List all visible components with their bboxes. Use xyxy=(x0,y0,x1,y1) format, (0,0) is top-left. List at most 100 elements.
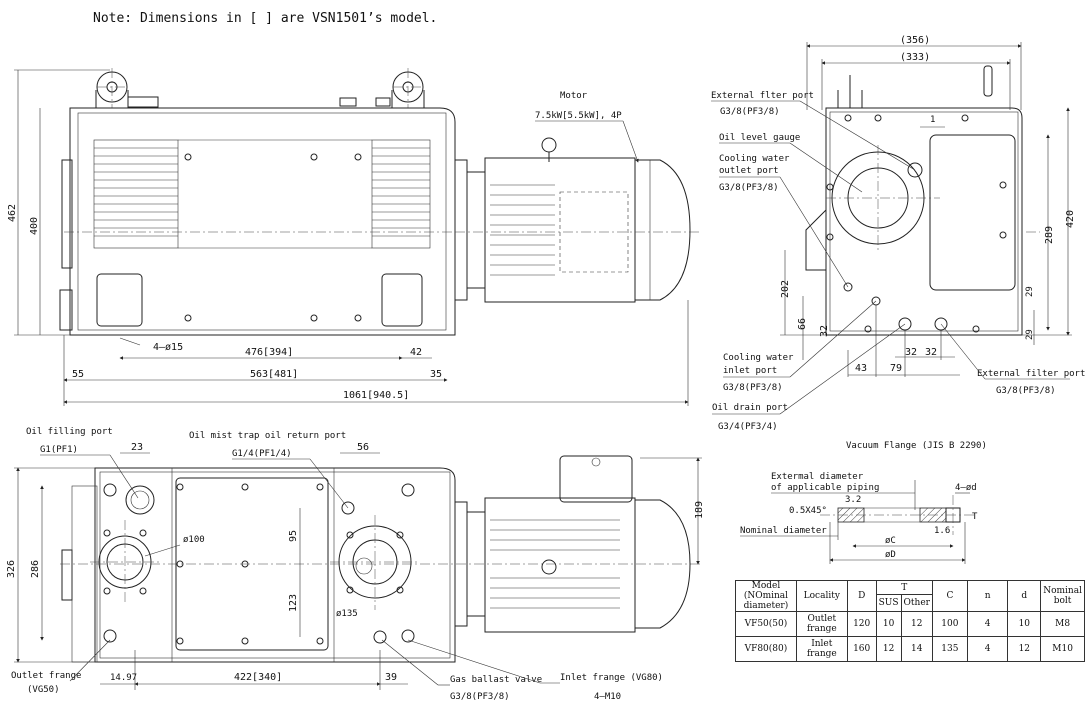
motor-label: Motor xyxy=(560,91,588,101)
dim-66: 66 xyxy=(797,318,808,330)
cooling-out-1: Cooling water xyxy=(719,154,790,164)
th-T: T xyxy=(875,580,933,595)
cell-loc1: Outlet xyxy=(807,614,837,624)
dim-286: 286 xyxy=(30,560,41,578)
dim-189: 189 xyxy=(694,501,705,519)
dim-420: 420 xyxy=(1065,210,1076,228)
flange-s1: 3.2 xyxy=(845,495,861,505)
dim-462: 462 xyxy=(7,204,18,222)
cell-bolt: M8 xyxy=(1040,611,1085,637)
cell-C: 100 xyxy=(931,611,968,637)
motor-spec: 7.5kW[5.5kW], 4P xyxy=(535,111,622,121)
ext-filter-top-label: External flter port xyxy=(711,91,814,101)
th-D: D xyxy=(846,580,877,612)
flange-dd: øD xyxy=(885,550,896,560)
flange-s2: 1.6 xyxy=(934,526,950,536)
outlet-label-2: (VG50) xyxy=(27,685,60,695)
cell-bolt: M10 xyxy=(1040,636,1085,662)
dim-1061: 1061[940.5] xyxy=(343,390,409,401)
dim-333: (333) xyxy=(900,52,930,63)
oil-filling-label: Oil filling port xyxy=(26,427,113,437)
dim-42: 42 xyxy=(410,347,422,358)
dim-39: 39 xyxy=(385,672,397,683)
cell-other: 14 xyxy=(900,636,933,662)
flange-title: Vacuum Flange (JIS B 2290) xyxy=(846,441,987,451)
dim-32v: 32 xyxy=(819,325,830,337)
cell-D: 160 xyxy=(846,636,877,662)
gas-ballast-label: Gas ballast valve xyxy=(450,675,542,685)
th-other: Other xyxy=(900,594,933,612)
dim-1: 1 xyxy=(930,115,935,125)
cell-sus: 10 xyxy=(875,611,902,637)
cell-d: 12 xyxy=(1007,636,1042,662)
d100-label: ø100 xyxy=(183,535,205,545)
th-n: n xyxy=(966,580,1009,612)
oil-filling-size: G1(PF1) xyxy=(40,445,78,455)
gas-ballast-size: G3/8(PF3/8) xyxy=(450,692,510,702)
cell-loc2: frange xyxy=(806,649,837,659)
cell-sus: 12 xyxy=(875,636,902,662)
dim-476: 476[394] xyxy=(245,347,293,358)
dim-56: 56 xyxy=(357,442,369,453)
dim-35: 35 xyxy=(430,369,442,380)
flange-chamfer: 0.5X45° xyxy=(789,506,827,516)
dim-1497: 14.97 xyxy=(110,673,137,683)
cell-n: 4 xyxy=(966,636,1009,662)
mist-trap-size: G1/4(PF1/4) xyxy=(232,449,292,459)
dim-356: (356) xyxy=(900,35,930,46)
flange-bolts: 4–ød xyxy=(955,483,977,493)
cooling-in-size: G3/8(PF3/8) xyxy=(723,383,783,393)
dim-79: 79 xyxy=(890,363,902,374)
th-sus: SUS xyxy=(875,594,902,612)
cooling-in-1: Cooling water xyxy=(723,353,794,363)
cooling-in-2: inlet port xyxy=(723,366,777,376)
th-model: Model xyxy=(751,581,781,591)
dim-23: 23 xyxy=(131,442,143,453)
cell-d: 10 xyxy=(1007,611,1042,637)
th-C: C xyxy=(931,580,968,612)
cell-other: 12 xyxy=(900,611,933,637)
bolt-icon xyxy=(103,483,415,645)
dim-43: 43 xyxy=(855,363,867,374)
cell-model: VF80(80) xyxy=(735,636,797,662)
dim-95: 95 xyxy=(288,530,299,542)
flange-spec-table: Model (NOminal diameter) Locality D T C … xyxy=(735,580,1085,662)
side-view: (356) (333) 1 420 289 29 29 202 66 32 43… xyxy=(711,35,1085,432)
holes-label: 4–ø15 xyxy=(153,342,183,353)
lifting-eye-icon xyxy=(391,68,425,109)
top-view: Oil filling port G1(PF1) Oil mist trap o… xyxy=(6,427,705,702)
cell-loc2: frange xyxy=(806,624,837,634)
ext-filter-right-size: G3/8(PF3/8) xyxy=(996,386,1056,396)
cell-model: VF50(50) xyxy=(735,611,797,637)
mist-trap-label: Oil mist trap oil return port xyxy=(189,431,346,441)
motor-fins xyxy=(490,519,620,609)
th-locality: Locality xyxy=(795,580,848,612)
flange-detail: Vacuum Flange (JIS B 2290) Extermal diam… xyxy=(740,441,987,564)
th-model2: (NOminal xyxy=(743,591,789,601)
flange-ext-diam-2: of applicable piping xyxy=(771,483,879,493)
th-model3: diameter) xyxy=(743,601,789,611)
dim-55: 55 xyxy=(72,369,84,380)
lifting-eye-icon xyxy=(95,68,129,109)
flange-t: T xyxy=(972,512,978,522)
motor-fins xyxy=(490,184,555,276)
d135-label: ø135 xyxy=(336,609,358,619)
front-view: Motor 7.5kW[5.5kW], 4P 462 400 4–ø15 476… xyxy=(7,68,700,406)
dim-422: 422[340] xyxy=(234,672,282,683)
th-bolt: bolt xyxy=(1053,596,1072,606)
ext-filter-right-label: External filter port xyxy=(977,369,1085,379)
flange-ext-diam-1: Extermal diameter xyxy=(771,472,864,482)
cooling-out-2: outlet port xyxy=(719,166,779,176)
cell-n: 4 xyxy=(966,611,1009,637)
dim-289: 289 xyxy=(1044,226,1055,244)
cell-loc1: Inlet xyxy=(811,639,833,649)
th-d: d xyxy=(1007,580,1042,612)
inlet-label: Inlet frange (VG80) xyxy=(560,673,663,683)
oil-drain-size: G3/4(PF3/4) xyxy=(718,422,778,432)
oil-drain-label: Oil drain port xyxy=(712,403,788,413)
dim-400: 400 xyxy=(29,217,40,235)
dim-29a: 29 xyxy=(1025,286,1035,297)
outlet-label-1: Outlet frange xyxy=(11,671,81,681)
